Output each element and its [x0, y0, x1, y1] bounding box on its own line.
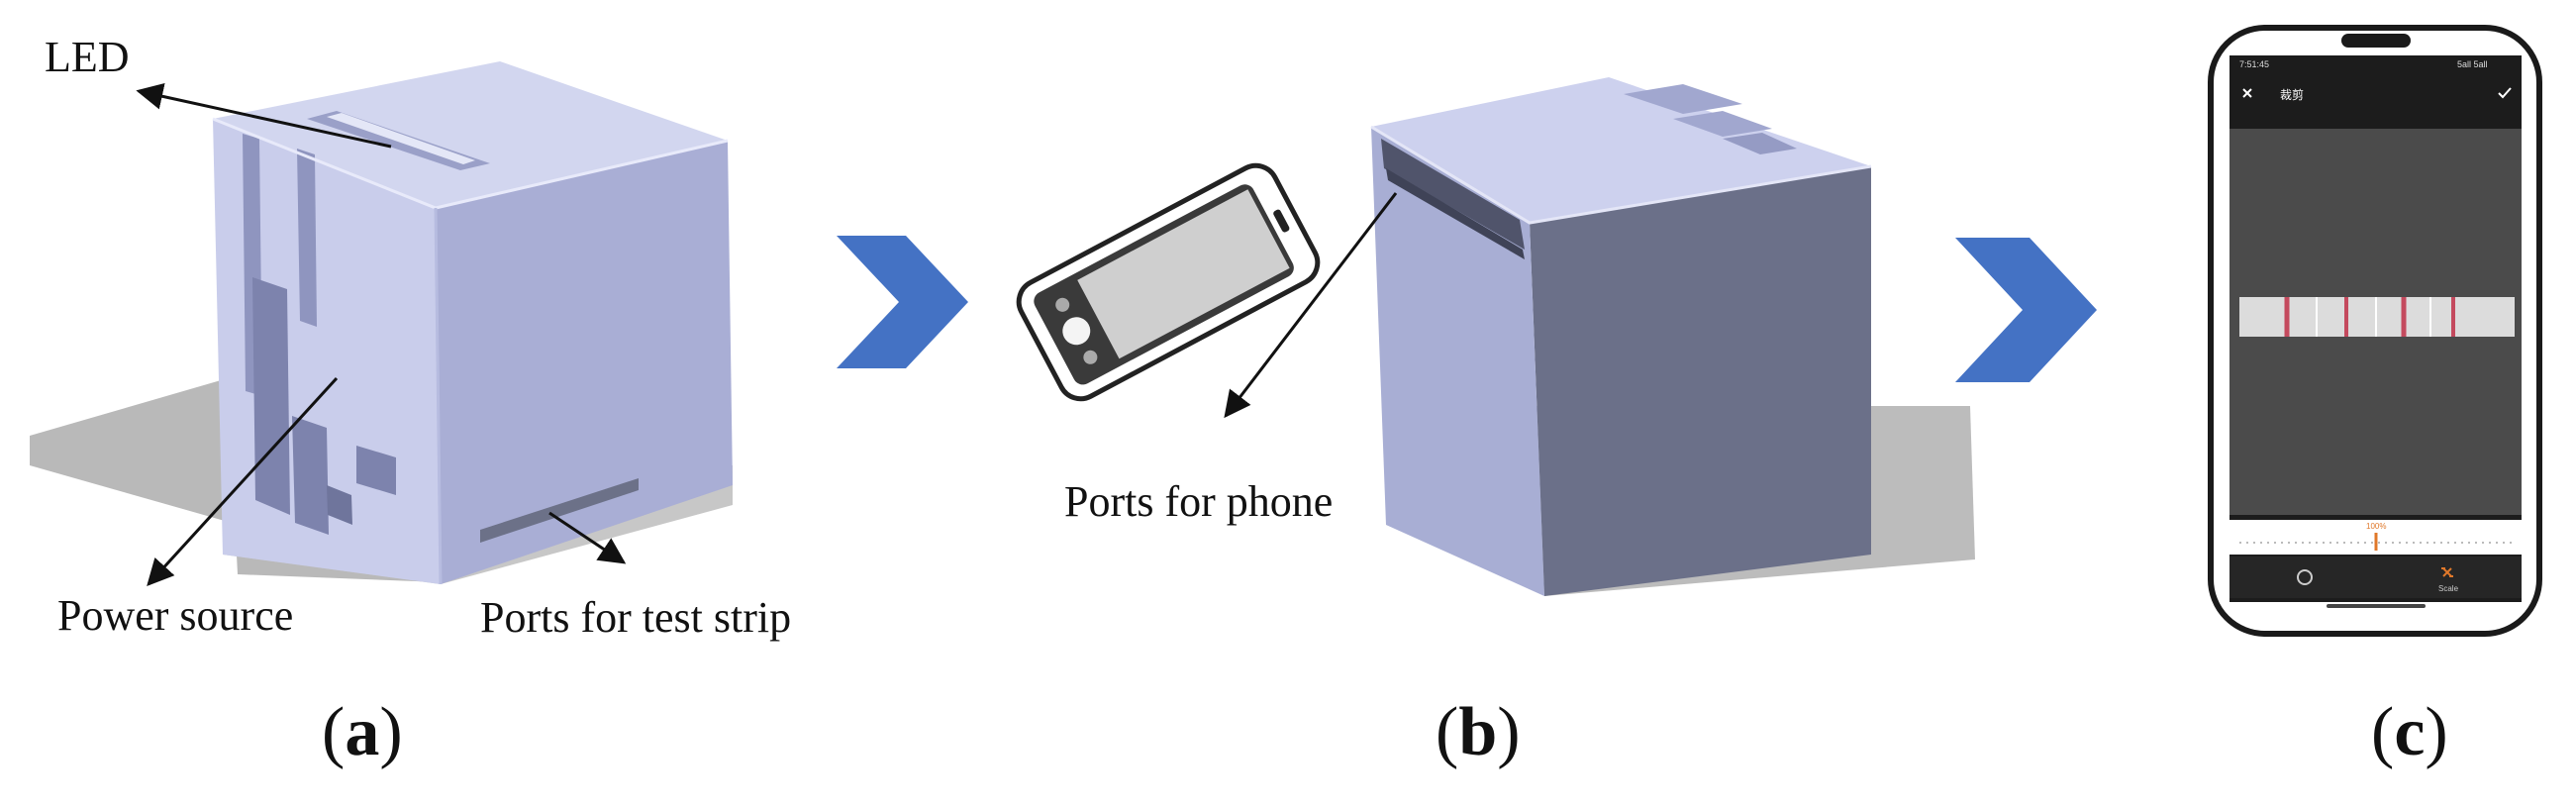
cube-a-right: [436, 141, 733, 584]
status-time: 7:51:45: [2239, 59, 2270, 69]
caption-b: (b): [1436, 694, 1521, 770]
panel-a: [30, 61, 733, 586]
caption-c: (c): [2371, 694, 2448, 770]
label-ports-test-strip: Ports for test strip: [480, 593, 792, 642]
top-slot-3: [1723, 133, 1797, 154]
cube-a-top: [213, 61, 728, 208]
screen-title: 裁剪: [2280, 88, 2305, 102]
label-power-source: Power source: [57, 591, 294, 640]
label-ports-phone: Ports for phone: [1064, 477, 1334, 526]
status-right: 5all 5all: [2457, 59, 2488, 69]
side-port: [356, 446, 396, 495]
tilted-phone: [1016, 162, 1321, 402]
test-strip-arrow: [548, 511, 627, 564]
home-indicator: [2327, 604, 2426, 608]
label-led: LED: [45, 33, 130, 81]
caption-b-letter: b: [1458, 694, 1498, 770]
chevron-right-icon: [1955, 238, 2097, 382]
power-slot: [252, 277, 290, 515]
top-slot-1: [1624, 84, 1742, 114]
chevron-right-icon: [837, 236, 968, 368]
close-icon[interactable]: [2242, 88, 2252, 98]
corner-notch: [327, 485, 352, 525]
led-arrow: [136, 83, 392, 149]
phone-notch: [2341, 34, 2411, 48]
caption-c-letter: c: [2394, 694, 2426, 770]
power-slot-lower: [292, 416, 329, 535]
led-slot-inner: [327, 113, 475, 164]
phone-port: [1381, 139, 1525, 250]
crop-icon[interactable]: [2441, 567, 2453, 577]
cube-a-shadow: [30, 378, 441, 582]
caption-a: (a): [322, 694, 403, 770]
groove-2: [297, 149, 317, 327]
phone-port-arrow: [1224, 192, 1398, 419]
check-icon[interactable]: [2498, 87, 2512, 99]
top-slot-2: [1673, 111, 1772, 137]
rotate-icon[interactable]: [2297, 569, 2313, 585]
power-source-arrow: [147, 376, 339, 586]
phone-port-depth: [1386, 168, 1525, 259]
panel-c: [2208, 25, 2542, 637]
caption-a-letter: a: [345, 694, 380, 770]
cube-b-edge: [1370, 125, 1872, 225]
panel-b: [1016, 77, 1975, 596]
test-strip-slot: [480, 478, 639, 543]
cube-b-right: [1530, 166, 1871, 596]
zoom-value: 100%: [2366, 522, 2387, 531]
bottom-toolbar: [2229, 557, 2522, 598]
scale-label: Scale: [2438, 584, 2459, 593]
